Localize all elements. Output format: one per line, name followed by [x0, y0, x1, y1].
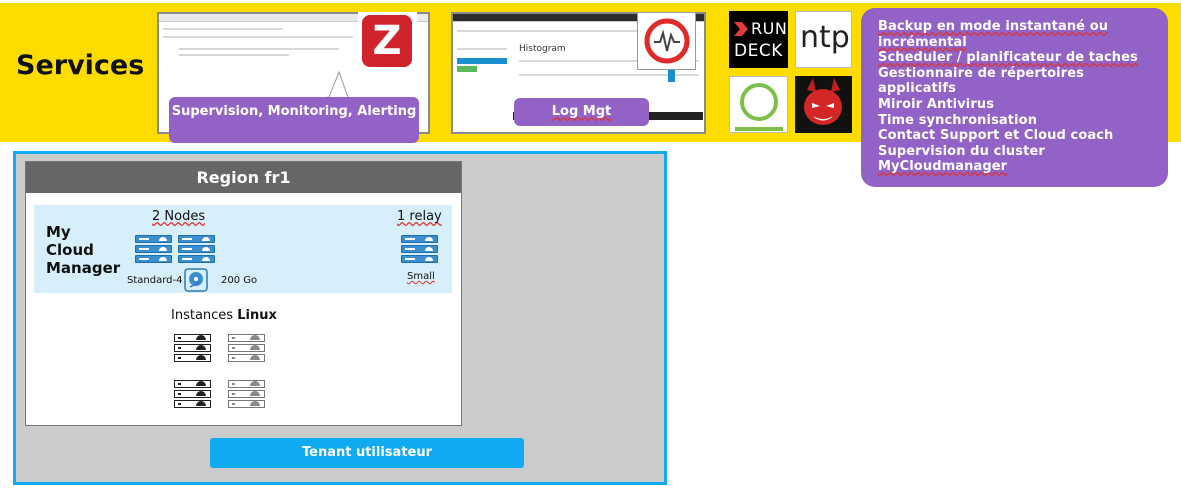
nodes-label-wrap: 2 Nodes: [152, 209, 205, 224]
mycloudmanager-box: My Cloud Manager 2 Nodes 1 relay Standar…: [34, 205, 452, 293]
instances-prefix: Instances: [171, 308, 238, 323]
ring-icon: [735, 83, 783, 131]
feature-item: Time synchronisation: [878, 113, 1158, 129]
graylog-logo: [637, 12, 696, 70]
node-type-label: Standard-4: [127, 275, 183, 286]
mcm-label-2: Cloud: [46, 241, 94, 259]
feature-item-label: Time synchronisation: [878, 112, 1038, 128]
instance-server-icon: [228, 400, 265, 408]
feature-item-label: Scheduler / planificateur de taches: [878, 50, 1138, 66]
zabbix-icon: Z: [362, 15, 412, 67]
feature-item-label: Backup en mode instantané ou incrémental: [878, 19, 1109, 50]
tenant-label: Tenant utilisateur: [210, 438, 524, 468]
zabbix-logo: Z: [358, 12, 417, 72]
feature-item: Backup en mode instantané ou incrémental: [878, 19, 1158, 50]
rundeck-chevron-icon: [734, 22, 748, 36]
feature-item: Supervision du cluster: [878, 144, 1158, 160]
ntp-text: ntp: [800, 20, 850, 55]
services-features-box: Backup en mode instantané ou incrémental…: [861, 8, 1168, 187]
instance-server-icon: [174, 334, 211, 342]
node-server-icon: [178, 235, 215, 243]
services-title: Services: [16, 50, 145, 81]
graylog-icon: [644, 18, 690, 64]
feature-item: Contact Support et Cloud coach: [878, 128, 1158, 144]
instance-server-icon: [228, 380, 265, 388]
rundeck-text-2: DECK: [734, 41, 783, 61]
log-mgt-label-text: Log Mgt: [551, 104, 612, 119]
instance-server-icon: [174, 380, 211, 388]
node-server-icon: [178, 245, 215, 253]
disk-size-label: 200 Go: [221, 275, 258, 286]
disk-icon: [184, 268, 208, 292]
node-server-icon: [135, 235, 172, 243]
rundeck-logo: RUN DECK: [729, 11, 788, 68]
instance-server-icon: [174, 390, 211, 398]
mcm-label-1: My: [46, 223, 71, 241]
instance-server-icon: [228, 334, 265, 342]
feature-item: Miroir Antivirus: [878, 97, 1158, 113]
histogram-title: Histogram: [519, 44, 566, 54]
instances-label: Instances Linux: [171, 308, 277, 323]
node-server-icon: [135, 255, 172, 263]
relay-label: 1 relay: [397, 209, 442, 224]
clamav-devil-icon: [804, 78, 842, 125]
instance-server-icon: [174, 400, 211, 408]
node-server-icon: [135, 245, 172, 253]
region-title: Region fr1: [26, 162, 461, 193]
nodes-label: 2 Nodes: [152, 209, 206, 224]
feature-item-label: Contact Support et Cloud coach: [878, 128, 1114, 144]
feature-item-label: Supervision du cluster: [878, 143, 1045, 159]
node-server-icon: [178, 255, 215, 263]
instance-server-icon: [228, 354, 265, 362]
relay-size-wrap: Small: [407, 271, 435, 282]
feature-item-label: Miroir Antivirus: [878, 96, 995, 112]
relay-size-label: Small: [407, 271, 435, 282]
relay-server-icon: [401, 255, 438, 263]
relay-server-icon: [401, 235, 438, 243]
instances-os: Linux: [237, 308, 277, 323]
ring-logo: [729, 76, 788, 133]
feature-item: Gestionnaire de répertoires applicatifs: [878, 66, 1158, 97]
relay-server-icon: [401, 245, 438, 253]
instance-server-icon: [228, 390, 265, 398]
mcm-label-3: Manager: [46, 259, 121, 277]
clamav-logo: [795, 76, 852, 133]
feature-item: MyCloudmanager: [878, 159, 1158, 175]
relay-label-wrap: 1 relay: [397, 209, 442, 224]
region-card: Region fr1 My Cloud Manager 2 Nodes 1 re…: [25, 161, 462, 426]
supervision-label: Supervision, Monitoring, Alerting: [169, 97, 419, 143]
rundeck-text-1: RUN: [751, 19, 788, 38]
feature-item: Scheduler / planificateur de taches: [878, 50, 1158, 66]
log-mgt-label: Log Mgt: [514, 98, 649, 126]
ntp-logo: ntp: [795, 11, 852, 68]
instance-server-icon: [174, 354, 211, 362]
feature-item-label: Gestionnaire de répertoires applicatifs: [878, 65, 1084, 97]
instance-server-icon: [174, 344, 211, 352]
instance-server-icon: [228, 344, 265, 352]
feature-item-label: MyCloudmanager: [878, 159, 1008, 175]
